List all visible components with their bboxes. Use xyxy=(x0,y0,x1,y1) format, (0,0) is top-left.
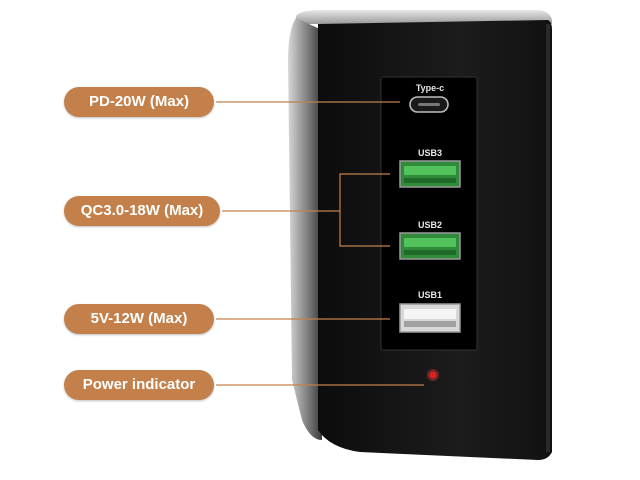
device-top-cap xyxy=(296,10,552,24)
device-side-panel xyxy=(288,18,322,440)
power-led-icon xyxy=(427,369,439,381)
power-indicator-label: Power indicator xyxy=(64,370,214,400)
5v-12w-label: 5V-12W (Max) xyxy=(64,304,214,334)
type-c-port-label: Type-c xyxy=(415,83,445,93)
usb3-port-label: USB3 xyxy=(417,148,442,158)
usb1-port-icon xyxy=(399,303,461,333)
usb2-port-label: USB2 xyxy=(417,220,442,230)
qc30-18w-label: QC3.0-18W (Max) xyxy=(64,196,220,226)
usb3-port-icon xyxy=(399,160,461,188)
port-panel xyxy=(380,76,478,351)
pd-20w-label: PD-20W (Max) xyxy=(64,87,214,117)
usb2-port-icon xyxy=(399,232,461,260)
type-c-port-icon xyxy=(409,96,449,113)
callout-lines xyxy=(216,101,424,386)
usb1-port-label: USB1 xyxy=(417,290,442,300)
